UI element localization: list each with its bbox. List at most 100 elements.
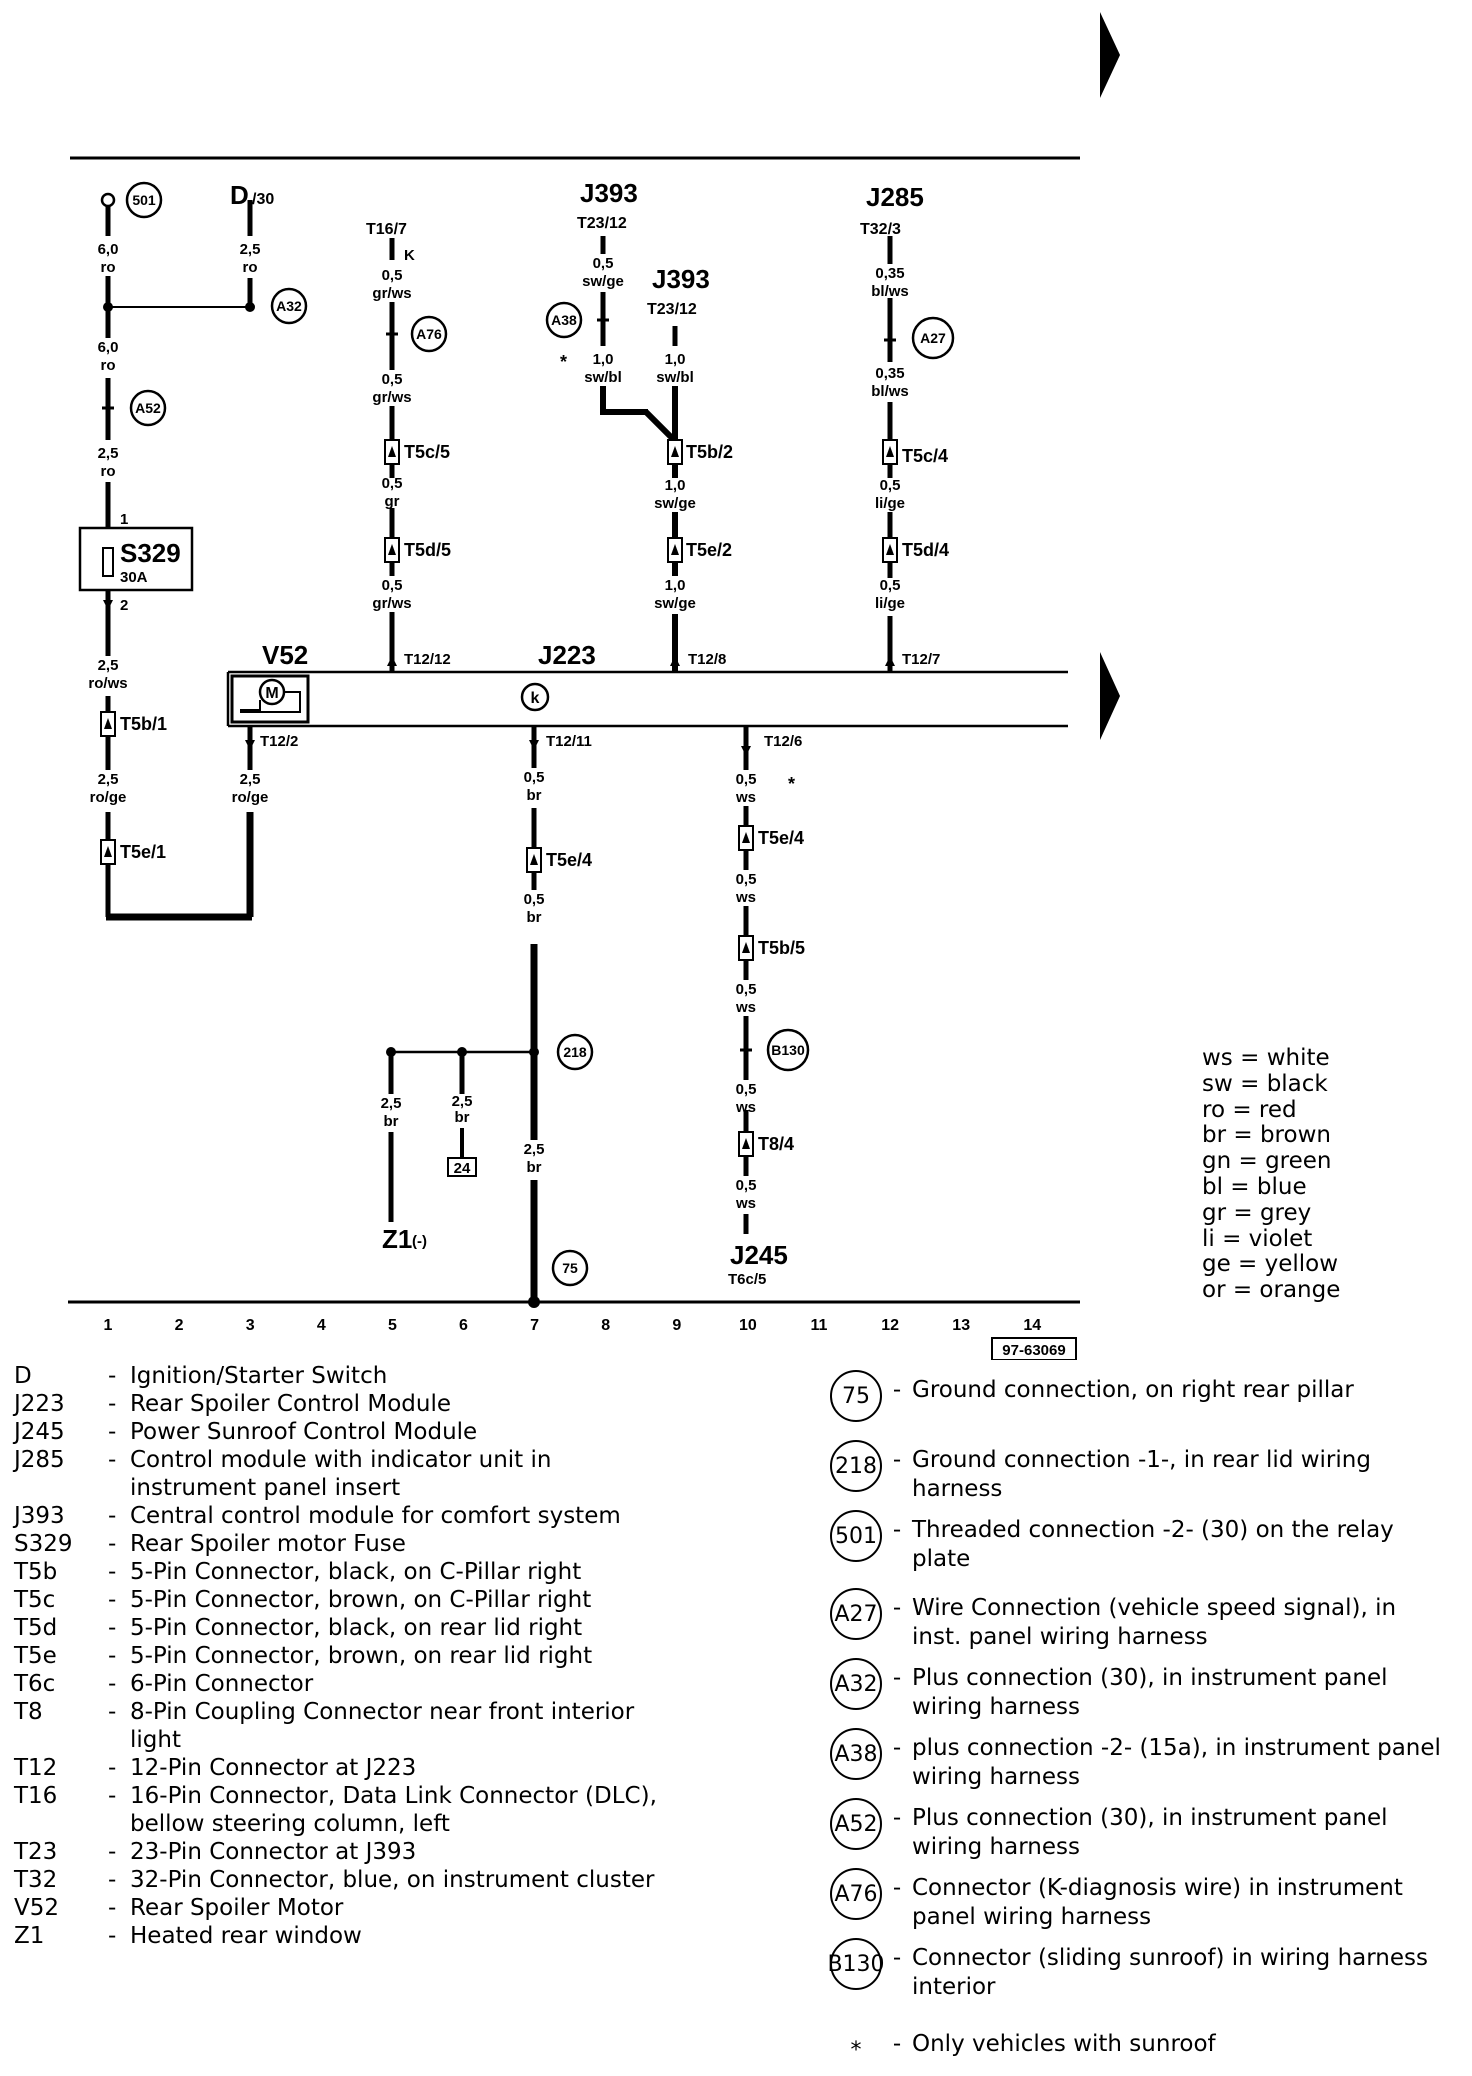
legend-desc: 32-Pin Connector, blue, on instrument cl… xyxy=(130,1867,655,1893)
svg-text:/30: /30 xyxy=(252,191,274,208)
mark-218 xyxy=(556,1033,594,1071)
legend-code: J223 xyxy=(14,1391,65,1417)
legend-dash: - xyxy=(108,1755,117,1781)
legend-dash: - xyxy=(108,1587,117,1613)
color-key-row: or = orange xyxy=(1202,1277,1341,1304)
legend-dash: - xyxy=(108,1391,117,1417)
color-key-row: ws = white xyxy=(1202,1045,1330,1071)
legend-row: T5c-5-Pin Connector, brown, on C-Pillar … xyxy=(14,1586,834,1614)
svg-text:sw/bl: sw/bl xyxy=(656,369,694,386)
legend-desc: 12-Pin Connector at J223 xyxy=(130,1755,417,1781)
mark-a27 xyxy=(911,316,955,360)
svg-text:2,5: 2,5 xyxy=(452,1093,473,1110)
track-number: 1 xyxy=(104,1317,113,1334)
legend-dash: - xyxy=(108,1867,117,1893)
svg-text:T5d/4: T5d/4 xyxy=(902,540,949,560)
legend-code: T12 xyxy=(14,1755,58,1781)
ground-legend-desc: Ground connection -1-, in rear lid wirin… xyxy=(912,1447,1371,1502)
legend-desc: Power Sunroof Control Module xyxy=(130,1419,478,1445)
svg-text:6,0: 6,0 xyxy=(98,241,119,258)
svg-text:T5b/5: T5b/5 xyxy=(758,938,805,958)
svg-text:ro/ge: ro/ge xyxy=(232,789,269,806)
ground-legend-code: A38 xyxy=(830,1728,882,1780)
s329-fuse-box xyxy=(78,526,194,592)
legend-dash: - xyxy=(108,1419,117,1445)
ground-legend-desc: Threaded connection -2- (30) on the rela… xyxy=(912,1517,1394,1572)
legend-dash: - xyxy=(108,1671,117,1697)
svg-text:T5e/1: T5e/1 xyxy=(120,842,166,862)
legend-dash: - xyxy=(892,1735,902,1761)
svg-text:sw/ge: sw/ge xyxy=(582,273,624,290)
legend-row: T32 -32-Pin Connector, blue, on instrumen… xyxy=(14,1866,834,1894)
ground-legend-code: A52 xyxy=(830,1798,882,1850)
legend-row: V52-Rear Spoiler Motor xyxy=(14,1894,834,1922)
label-j393-b: J393 xyxy=(652,264,710,294)
legend-desc: 5-Pin Connector, brown, on rear lid righ… xyxy=(130,1643,593,1669)
legend-dash: - xyxy=(892,1805,902,1831)
svg-text:0,5: 0,5 xyxy=(593,255,614,272)
ground-legend: 75-Ground connection, on right rear pill… xyxy=(827,1370,1470,2076)
svg-text:ws: ws xyxy=(735,889,756,906)
label-j223: J223 xyxy=(538,640,596,670)
svg-text:sw/bl: sw/bl xyxy=(584,369,622,386)
svg-text:ws: ws xyxy=(735,1099,756,1116)
svg-text:ro/ws: ro/ws xyxy=(88,675,127,692)
svg-text:ws: ws xyxy=(735,1195,756,1212)
svg-text:br: br xyxy=(455,1109,470,1126)
svg-text:1: 1 xyxy=(120,511,128,528)
k-symbol xyxy=(520,682,550,712)
asterisk-2: * xyxy=(788,774,795,794)
legend-code: T5b xyxy=(14,1559,58,1585)
ground-legend-code: 501 xyxy=(830,1510,882,1562)
legend-desc: 16-Pin Connector, Data Link Connector (D… xyxy=(130,1783,657,1837)
svg-text:k: k xyxy=(531,690,540,707)
svg-text:0,5: 0,5 xyxy=(736,771,757,788)
mark-75 xyxy=(551,1249,589,1287)
svg-text:li/ge: li/ge xyxy=(875,595,905,612)
legend-dash: - xyxy=(892,1377,902,1403)
svg-text:2,5: 2,5 xyxy=(240,241,261,258)
svg-text:0,35: 0,35 xyxy=(875,365,904,382)
legend-row: T16-16-Pin Connector, Data Link Connecto… xyxy=(14,1782,834,1838)
svg-text:br: br xyxy=(527,909,542,926)
svg-text:T12/6: T12/6 xyxy=(764,733,802,750)
legend-desc: Rear Spoiler Control Module xyxy=(130,1391,452,1417)
ground-legend-code: A32 xyxy=(830,1658,882,1710)
svg-text:gr/ws: gr/ws xyxy=(372,389,411,406)
legend-code: Z1 xyxy=(14,1923,45,1949)
legend-code: T5d xyxy=(14,1615,58,1641)
svg-text:br: br xyxy=(527,787,542,804)
label-s329: S329 xyxy=(120,538,181,568)
ground-legend-desc: Connector (K-diagnosis wire) in instrume… xyxy=(912,1875,1403,1930)
svg-text:0,5: 0,5 xyxy=(736,871,757,888)
svg-text:1,0: 1,0 xyxy=(665,577,686,594)
legend-dash: - xyxy=(892,1517,902,1543)
svg-text:0,5: 0,5 xyxy=(382,475,403,492)
legend-code: J245 xyxy=(14,1419,65,1445)
svg-text:501: 501 xyxy=(132,192,156,208)
track-number: 8 xyxy=(601,1317,610,1334)
svg-text:0,5: 0,5 xyxy=(382,577,403,594)
legend-code: J285 xyxy=(14,1447,65,1473)
svg-text:T8/4: T8/4 xyxy=(758,1134,794,1154)
legend-code: T16 xyxy=(14,1783,58,1809)
legend-code: T32 xyxy=(14,1867,58,1893)
ground-legend-code: B130 xyxy=(827,1938,885,1990)
svg-text:T12/8: T12/8 xyxy=(688,651,726,668)
track-number: 12 xyxy=(881,1317,899,1334)
legend-dash: - xyxy=(108,1895,117,1921)
track-number: 7 xyxy=(530,1317,539,1334)
svg-text:ro: ro xyxy=(243,259,258,276)
svg-text:0,5: 0,5 xyxy=(880,577,901,594)
svg-text:br: br xyxy=(527,1159,542,1176)
ground-legend-row: 501-Threaded connection -2- (30) on the … xyxy=(830,1510,1470,1574)
svg-text:ro: ro xyxy=(101,357,116,374)
legend-row: T5e-5-Pin Connector, brown, on rear lid … xyxy=(14,1642,834,1670)
svg-text:(-): (-) xyxy=(412,1233,427,1250)
track-number: 5 xyxy=(388,1317,397,1334)
legend-desc: 5-Pin Connector, brown, on C-Pillar righ… xyxy=(130,1587,592,1613)
label-v52: V52 xyxy=(262,640,308,670)
mark-501 xyxy=(125,181,163,219)
